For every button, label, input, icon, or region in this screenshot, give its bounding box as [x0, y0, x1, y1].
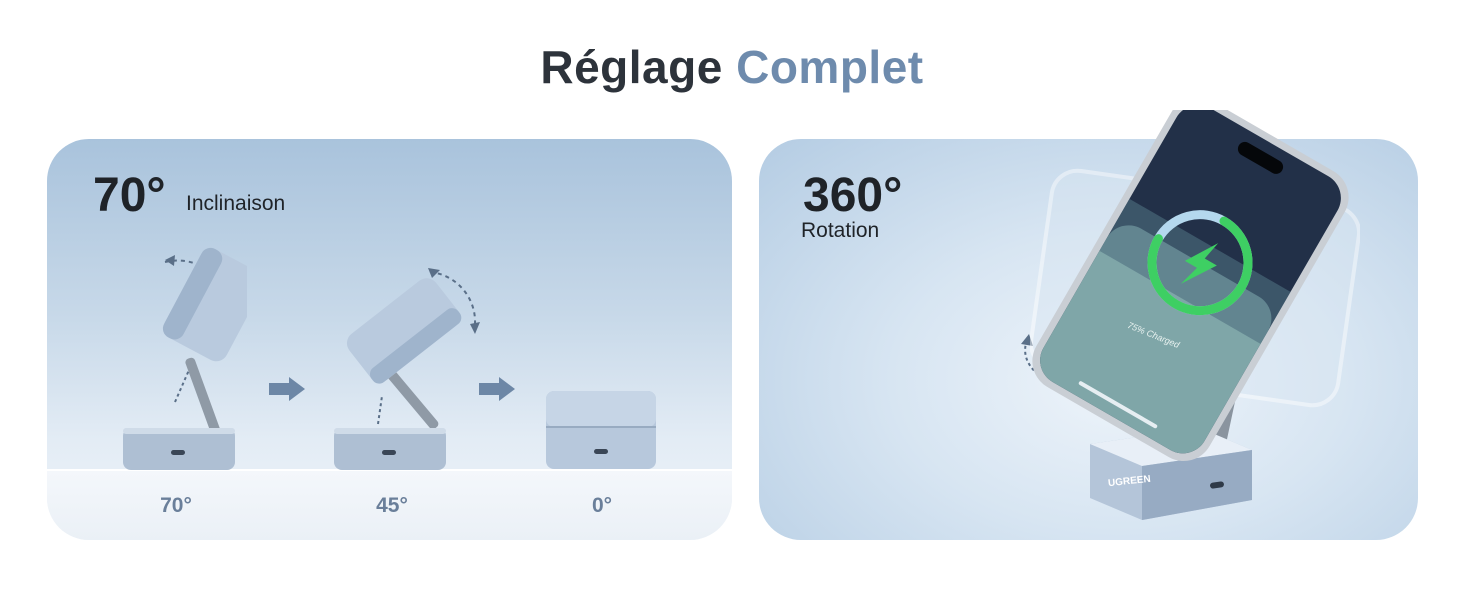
page-title: Réglage Complet [0, 40, 1464, 94]
charger-45-illustration [334, 268, 480, 470]
tilt-value: 70° [93, 169, 166, 222]
rotation-caption: Rotation [801, 219, 880, 242]
title-word-2: Complet [736, 41, 924, 93]
charger-0-illustration [546, 391, 656, 469]
title-word-1: Réglage [540, 41, 723, 93]
tilt-caption: Inclinaison [186, 192, 286, 215]
arrow-right-icon [269, 377, 305, 401]
rotation-value: 360° [803, 169, 903, 222]
angle-label-45: 45° [376, 494, 408, 517]
tilt-panel: 70° Inclinaison [47, 139, 732, 540]
arrow-right-icon [479, 377, 515, 401]
angle-label-70: 70° [160, 494, 192, 517]
angle-label-0: 0° [591, 494, 613, 517]
rotation-illustration [1030, 110, 1360, 520]
charger-70-illustration [123, 247, 247, 470]
